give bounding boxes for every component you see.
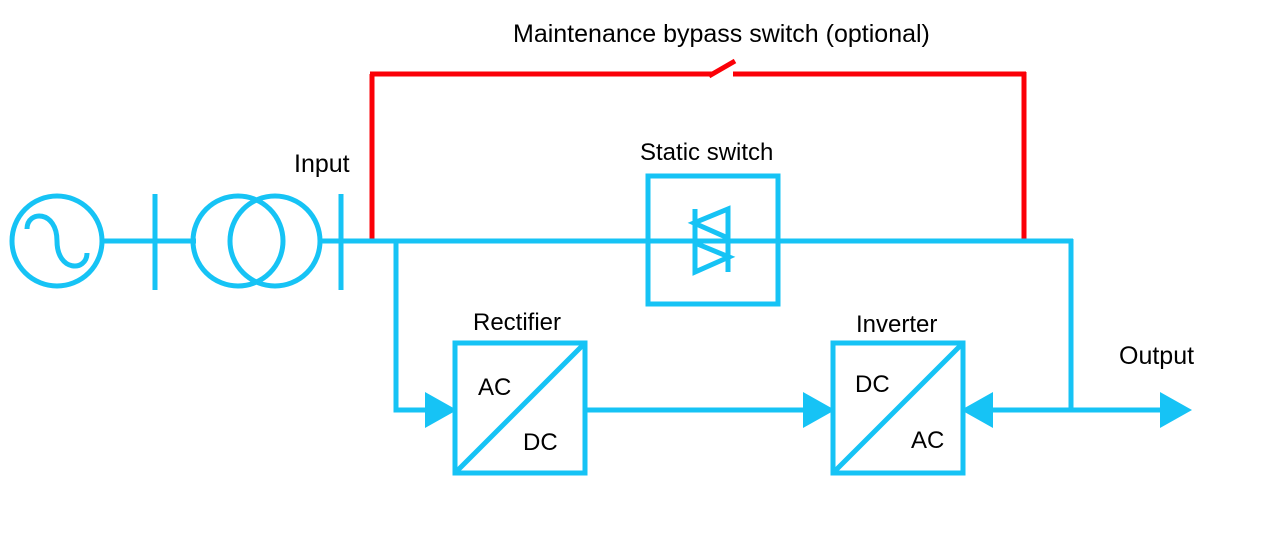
thyristor-lower-triangle-icon xyxy=(692,239,736,276)
inverter-output-type-label: AC xyxy=(911,427,944,454)
rectifier-input-arrowhead-icon xyxy=(425,392,457,428)
rectifier-input-branch-wire xyxy=(393,241,438,413)
static-switch-title-label: Static switch xyxy=(640,139,773,166)
bypass-switch-lever[interactable] xyxy=(707,58,737,79)
inverter-block[interactable]: DC AC xyxy=(830,340,966,476)
rectifier-diagonal-divider xyxy=(455,343,585,473)
transformer-primary-circle xyxy=(190,193,286,289)
transformer-secondary-circle xyxy=(227,193,323,289)
rectifier-title-label: Rectifier xyxy=(473,309,561,336)
inverter-input-type-label: DC xyxy=(855,371,890,398)
input-label: Input xyxy=(294,150,350,178)
static-switch-block[interactable] xyxy=(645,173,781,307)
ac-source-symbol xyxy=(9,193,105,289)
output-label: Output xyxy=(1119,342,1194,370)
rectifier-block[interactable]: AC DC xyxy=(452,340,588,476)
maintenance-bypass-title-label: Maintenance bypass switch (optional) xyxy=(513,20,930,48)
output-arrowhead-icon xyxy=(1160,392,1192,428)
inverter-box xyxy=(830,340,966,476)
rectifier-output-type-label: DC xyxy=(523,429,558,456)
inverter-title-label: Inverter xyxy=(856,311,937,338)
thyristor-upper-triangle-icon xyxy=(687,205,731,242)
rectifier-input-type-label: AC xyxy=(478,374,511,401)
maintenance-bypass-path[interactable] xyxy=(369,58,1027,242)
inverter-diagonal-divider xyxy=(833,343,963,473)
transformer-symbol xyxy=(190,193,323,289)
sine-wave-icon xyxy=(24,213,90,269)
dc-link-arrowhead-icon xyxy=(803,392,835,428)
inverter-feed-arrowhead-icon xyxy=(961,392,993,428)
